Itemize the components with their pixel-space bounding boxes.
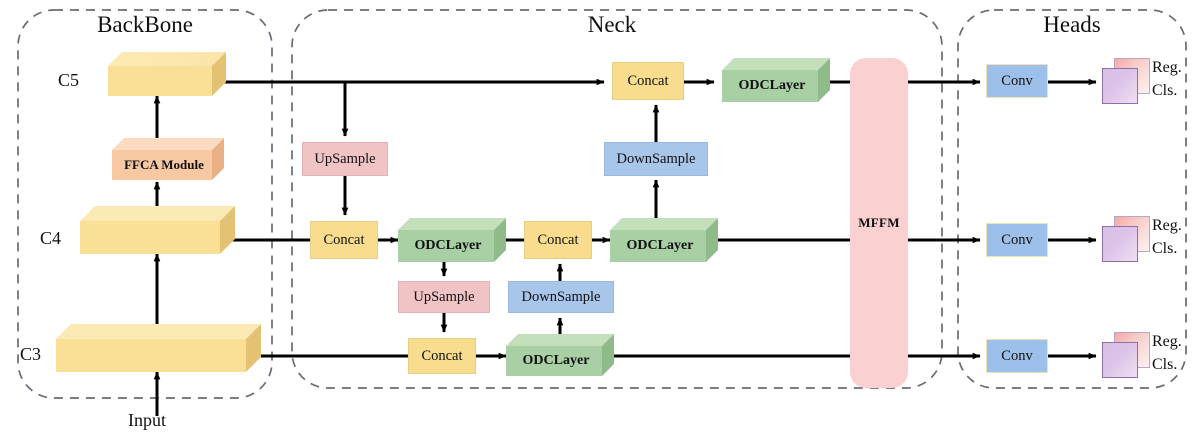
head-caption-p3: Reg. Cls. bbox=[1152, 330, 1182, 376]
odc-p5-side-face bbox=[818, 58, 830, 102]
concat-block-c4[interactable]: Concat bbox=[310, 221, 378, 259]
section-title-backbone: BackBone bbox=[97, 12, 193, 37]
upsample-block-p4[interactable]: UpSample bbox=[398, 281, 490, 313]
feature-block-c3 bbox=[56, 324, 261, 372]
cls-output-tile bbox=[1102, 68, 1138, 104]
mffm-block[interactable]: MFFM bbox=[850, 58, 908, 388]
odclayer-c4-label: ODCLayer bbox=[414, 238, 482, 253]
section-title-heads: Heads bbox=[1043, 12, 1101, 37]
conv-block-p5[interactable]: Conv bbox=[986, 64, 1048, 98]
odc-n4-front-face bbox=[610, 230, 706, 262]
ffca-front-face bbox=[112, 150, 212, 180]
input-label: Input bbox=[128, 410, 166, 430]
feature-block-c4 bbox=[80, 206, 235, 254]
odc-c3-side-face bbox=[602, 334, 614, 376]
head-output-p3 bbox=[1098, 332, 1170, 384]
odc-c4-front-face bbox=[398, 230, 494, 262]
feature-label-c3: C3 bbox=[20, 344, 42, 364]
ffca-module-block[interactable]: FFCA Module bbox=[112, 138, 224, 180]
upsample-block-c5[interactable]: UpSample bbox=[302, 142, 388, 176]
head-output-p4 bbox=[1098, 216, 1170, 268]
c3-top-quad bbox=[56, 324, 261, 339]
head-caption-p5: Reg. Cls. bbox=[1152, 56, 1182, 102]
cls-label-p5: Cls. bbox=[1152, 82, 1178, 100]
odc-p5-top-quad bbox=[722, 58, 830, 70]
cls-output-tile bbox=[1102, 226, 1138, 262]
feature-block-c5 bbox=[108, 52, 226, 96]
conv-block-p4[interactable]: Conv bbox=[986, 223, 1048, 257]
head-output-p5 bbox=[1098, 58, 1170, 110]
odclayer-block-c3[interactable]: ODCLayer bbox=[506, 334, 614, 376]
odc-c3-top-quad bbox=[506, 334, 614, 346]
odclayer-block-p5[interactable]: ODCLayer bbox=[722, 58, 830, 102]
reg-label-p5: Reg. bbox=[1152, 59, 1182, 76]
section-outline-neck bbox=[291, 9, 943, 389]
concat-block-p5[interactable]: Concat bbox=[612, 62, 684, 100]
odc-n4-top-quad bbox=[610, 218, 718, 230]
odc-p5-front-face bbox=[722, 70, 818, 102]
reg-label-p4: Reg. bbox=[1152, 217, 1182, 234]
c5-top-quad bbox=[108, 52, 226, 66]
conv-block-p3[interactable]: Conv bbox=[986, 339, 1048, 373]
c4-front-face bbox=[80, 221, 220, 254]
reg-label-p3: Reg. bbox=[1152, 333, 1182, 350]
odclayer-block-n4[interactable]: ODCLayer bbox=[610, 218, 718, 262]
concat-block-mid[interactable]: Concat bbox=[524, 221, 592, 259]
odclayer-block-c4[interactable]: ODCLayer bbox=[398, 218, 506, 262]
odc-c4-side-face bbox=[494, 218, 506, 262]
cls-label-p3: Cls. bbox=[1152, 356, 1178, 374]
odc-c4-top-quad bbox=[398, 218, 506, 230]
c4-top-quad bbox=[80, 206, 235, 221]
odc-c3-front-face bbox=[506, 346, 602, 376]
ffca-top-quad bbox=[112, 138, 224, 150]
cls-output-tile bbox=[1102, 342, 1138, 378]
c3-front-face bbox=[56, 339, 246, 372]
c5-side-face bbox=[212, 52, 226, 96]
downsample-block-n3[interactable]: DownSample bbox=[508, 281, 614, 313]
downsample-block-p4[interactable]: DownSample bbox=[604, 142, 708, 176]
ffca-side-face bbox=[212, 138, 224, 180]
odclayer-p5-label: ODCLayer bbox=[738, 78, 806, 93]
feature-label-c5: C5 bbox=[58, 70, 80, 90]
head-caption-p4: Reg. Cls. bbox=[1152, 214, 1182, 260]
ffca-module-label: FFCA Module bbox=[124, 157, 204, 172]
section-title-neck: Neck bbox=[587, 12, 637, 37]
feature-label-c4: C4 bbox=[40, 228, 62, 248]
c3-side-face bbox=[246, 324, 261, 372]
concat-block-c3[interactable]: Concat bbox=[408, 338, 476, 374]
odclayer-n4-label: ODCLayer bbox=[626, 238, 694, 253]
c4-side-face bbox=[220, 206, 235, 254]
odc-n4-side-face bbox=[706, 218, 718, 262]
c5-front-face bbox=[108, 66, 212, 96]
cls-label-p4: Cls. bbox=[1152, 240, 1178, 258]
odclayer-c3-label: ODCLayer bbox=[522, 353, 590, 368]
